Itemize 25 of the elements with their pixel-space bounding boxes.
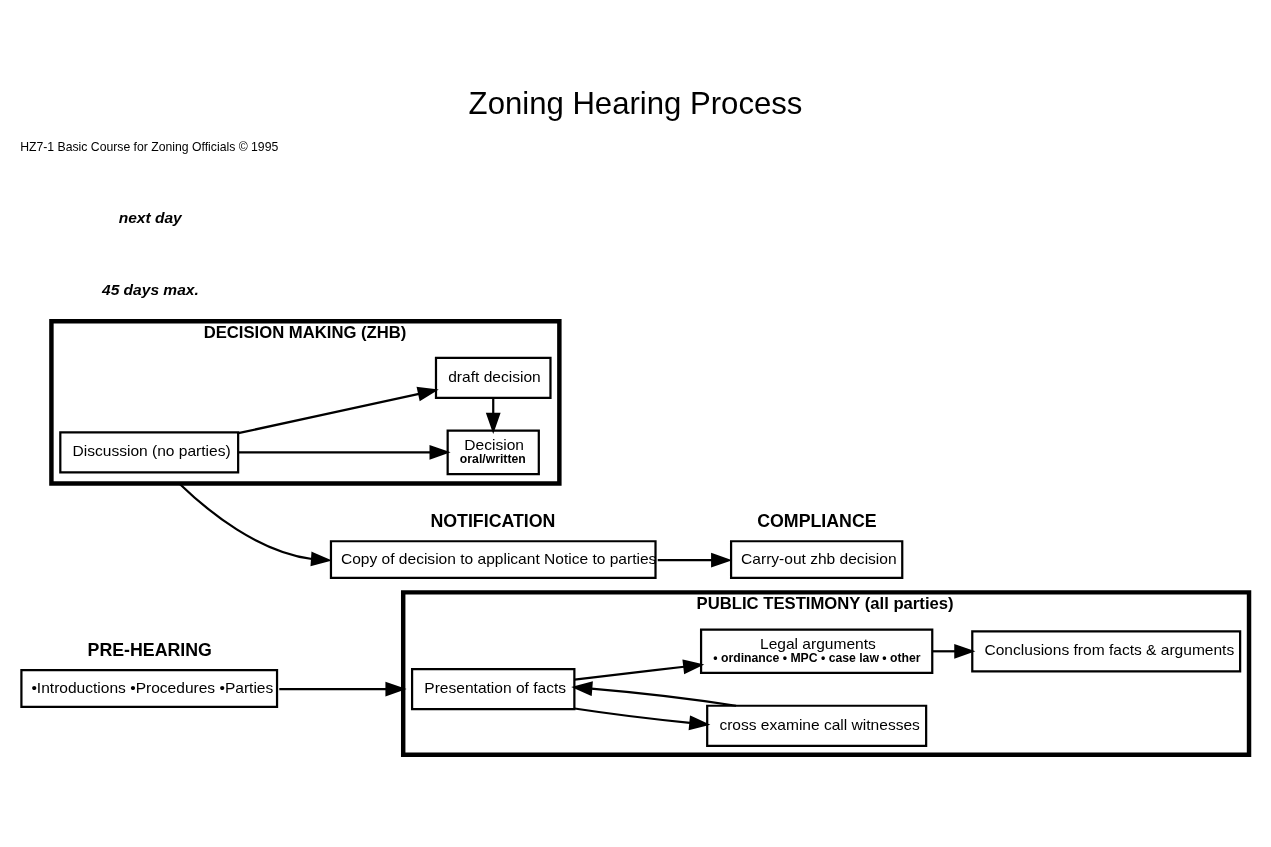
arrow xyxy=(574,706,711,730)
arrow xyxy=(657,552,733,568)
node-box: Legal arguments • ordinance • MPC • case law • other xyxy=(699,628,934,674)
diagram-title: Zoning Hearing Process xyxy=(468,85,803,121)
arrow xyxy=(571,680,737,707)
arrow xyxy=(574,659,705,681)
arrow xyxy=(279,681,407,696)
node-label: PRE-HEARING xyxy=(87,639,212,660)
node-box: Discussion (no parties) xyxy=(59,430,240,473)
node-box: draft decision xyxy=(434,356,552,399)
node-box: Carry-out zhb decision xyxy=(730,539,904,579)
arrow xyxy=(238,444,451,460)
caption: HZ7-1 Basic Course for Zoning Officials © 1995 xyxy=(20,139,279,154)
node-box: •Introductions •Procedures •Parties xyxy=(20,668,279,708)
arrow xyxy=(238,386,439,434)
node-box: Conclusions from facts & arguments xyxy=(971,629,1242,672)
label: 45 days max. xyxy=(101,280,199,298)
node-box: Decision oral/written xyxy=(446,429,540,475)
arrow xyxy=(178,482,333,566)
label: next day xyxy=(118,208,182,226)
node-label: NOTIFICATION xyxy=(430,510,556,531)
node-box: cross examine call witnesses xyxy=(706,704,928,747)
arrow xyxy=(932,643,976,659)
node-box: Presentation of facts xyxy=(410,667,576,710)
node-label: COMPLIANCE xyxy=(757,510,877,531)
